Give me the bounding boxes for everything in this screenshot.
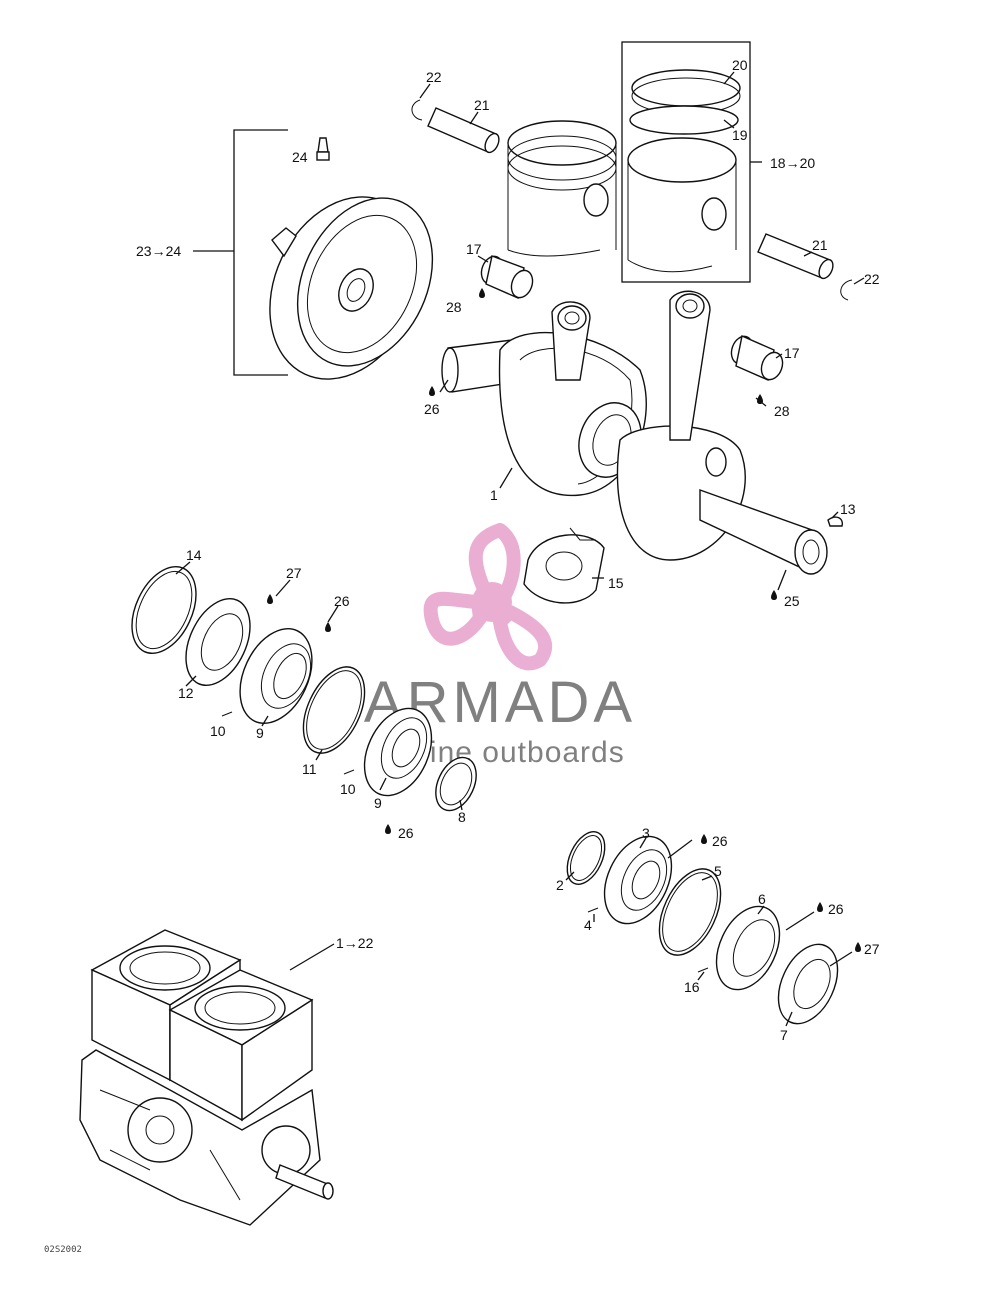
magneto-rotor <box>269 196 434 380</box>
label-28-right: 28 <box>774 403 790 419</box>
oil-seal-12 <box>185 597 251 687</box>
label-26-c: 26 <box>398 825 414 841</box>
key-24 <box>316 137 330 161</box>
drop-icon <box>771 590 777 600</box>
dowel-pins-4-16 <box>587 907 709 973</box>
label-25: 25 <box>784 593 800 609</box>
label-26-a: 26 <box>424 401 440 417</box>
crankshaft <box>441 290 828 575</box>
dowel-pins-10 <box>221 711 355 775</box>
label-22-right: 22 <box>864 271 880 287</box>
label-17-left: 17 <box>466 241 482 257</box>
label-28-left: 28 <box>446 299 462 315</box>
ball-bearing-9-center <box>363 707 433 797</box>
drop-icon <box>385 824 391 834</box>
drop-icon <box>817 902 823 912</box>
label-1-22: 1→22 <box>336 935 374 951</box>
label-21-left: 21 <box>474 97 490 113</box>
thrust-washer-15 <box>523 527 605 604</box>
label-10-b: 10 <box>340 781 356 797</box>
drop-icon <box>267 594 273 604</box>
label-9-a: 9 <box>256 725 264 741</box>
label-26-d: 26 <box>712 833 728 849</box>
label-27-b: 27 <box>864 941 880 957</box>
label-27-a: 27 <box>286 565 302 581</box>
piston-pin-21-left <box>427 107 500 154</box>
drop-icon <box>429 386 435 396</box>
label-4: 4 <box>584 917 592 933</box>
label-8: 8 <box>458 809 466 825</box>
label-11: 11 <box>302 761 317 777</box>
label-17-right: 17 <box>784 345 800 361</box>
label-16: 16 <box>684 979 700 995</box>
label-18-20: 18→20 <box>770 155 815 171</box>
needle-bearing-17-left <box>480 255 534 299</box>
label-12: 12 <box>178 685 194 701</box>
ball-bearing-6 <box>715 905 781 991</box>
label-5: 5 <box>714 863 722 879</box>
drop-icon <box>479 288 485 298</box>
label-26-b: 26 <box>334 593 350 609</box>
needle-bearing-17-right <box>730 335 784 381</box>
label-7: 7 <box>780 1027 788 1043</box>
lubricant-drop-icons <box>267 288 861 952</box>
label-13: 13 <box>840 501 856 517</box>
ball-bearing-9-left <box>239 628 313 724</box>
shim-8 <box>435 756 477 812</box>
piston-left <box>507 120 617 257</box>
label-2: 2 <box>556 877 564 893</box>
drop-icon <box>855 942 861 952</box>
label-20: 20 <box>732 57 748 73</box>
label-14: 14 <box>186 547 202 563</box>
part-labels: 22 21 24 23→24 20 19 18→20 17 21 22 28 1… <box>44 57 880 1255</box>
circlip-22-left <box>411 99 423 121</box>
label-26-e: 26 <box>828 901 844 917</box>
drawing-code: 02S2002 <box>44 1245 82 1255</box>
oil-seal-7 <box>777 943 839 1025</box>
label-24: 24 <box>292 149 308 165</box>
engine-assembly <box>79 929 334 1226</box>
ball-bearing-3 <box>603 835 673 925</box>
circlip-11 <box>302 666 366 754</box>
label-15: 15 <box>608 575 624 591</box>
circlip-5 <box>658 868 722 956</box>
label-10-a: 10 <box>210 723 226 739</box>
piston-pin-21-right <box>757 233 834 280</box>
label-19: 19 <box>732 127 748 143</box>
circlip-2 <box>566 831 606 885</box>
propeller-logo-icon <box>423 523 553 671</box>
bracket-23-24 <box>193 129 288 376</box>
drop-icon <box>325 622 331 632</box>
label-23-24: 23→24 <box>136 243 181 259</box>
label-6: 6 <box>758 891 766 907</box>
label-22-left: 22 <box>426 69 442 85</box>
drop-icon <box>701 834 707 844</box>
piston-kit-box <box>621 41 762 283</box>
label-3: 3 <box>642 825 650 841</box>
label-9-b: 9 <box>374 795 382 811</box>
label-1: 1 <box>490 487 498 503</box>
circlip-22-right <box>840 279 853 301</box>
drop-icon <box>757 394 763 404</box>
woodruff-key-13 <box>827 516 843 527</box>
label-21-right: 21 <box>812 237 828 253</box>
